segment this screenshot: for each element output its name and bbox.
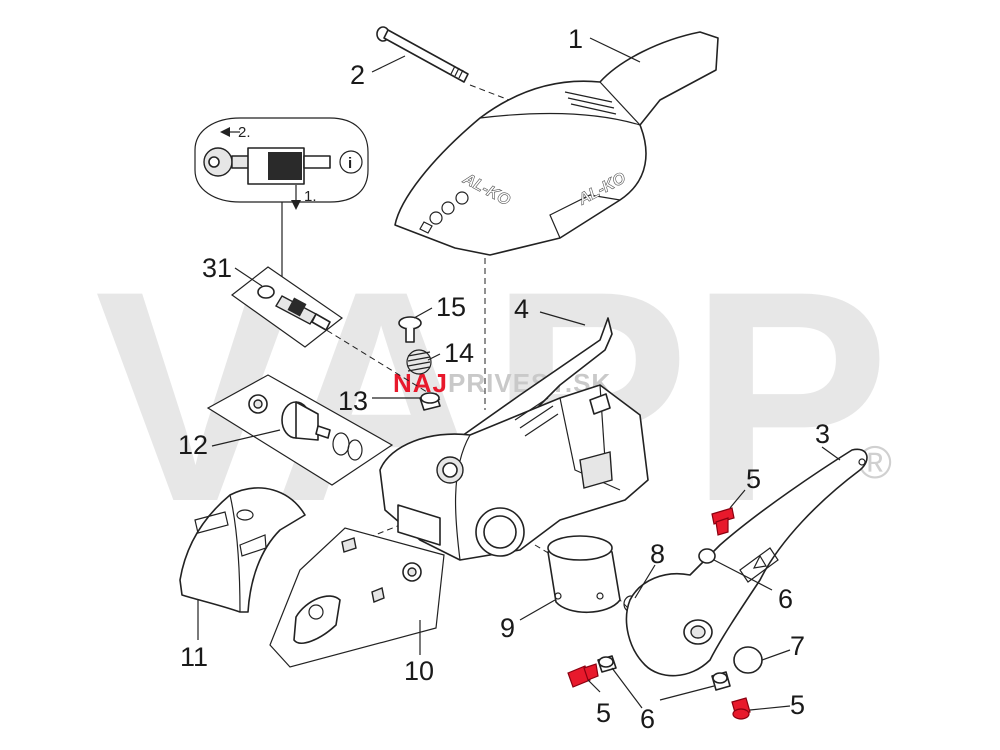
key-step-2: 2. [238,124,251,141]
part-cap [733,646,763,674]
watermark-site-prefix: NAJ [393,368,448,398]
arrow-down-icon [291,200,301,210]
arrow-left-icon [220,127,230,137]
callout-1: 1 [568,24,583,54]
part-friction-assembly [206,374,394,486]
part-pin [398,316,422,343]
part-sleeve [547,535,621,613]
callout-7: 7 [790,631,805,661]
part-handle-cover: AL-KO AL-KO [394,31,719,256]
callout-6-upper: 6 [778,584,793,614]
part-coupling-body [379,317,649,561]
screw-lower-right [731,697,751,720]
info-symbol: i [348,155,352,172]
callout-10: 10 [404,656,434,686]
callout-13: 13 [338,386,368,416]
callout-12: 12 [178,430,208,460]
callout-5-upper: 5 [746,464,761,494]
callout-11: 11 [180,642,208,672]
part-screws-highlighted [567,507,751,720]
callout-31: 31 [202,253,232,283]
callouts: 1 2 3 4 5 5 5 6 6 7 8 9 10 11 12 13 14 [178,24,841,734]
callout-9: 9 [500,613,515,643]
screw-lower-left [567,663,599,688]
callout-4: 4 [514,294,529,324]
callout-6-lower: 6 [640,704,655,734]
part-bolt [376,26,469,83]
callout-2: 2 [350,60,365,90]
part-washers [597,655,731,691]
callout-15: 15 [436,292,466,322]
callout-8: 8 [650,539,665,569]
callout-14: 14 [444,338,474,368]
callout-5-lower-left: 5 [596,698,611,728]
info-icon [339,150,363,174]
callout-5-lower-right: 5 [790,690,805,720]
part-side-cover [179,487,306,613]
part-lock-cylinder [230,266,344,348]
key-step-1: 1. [304,188,317,205]
part-bushing [419,392,441,411]
key-instruction-inset: 2. 1. i [194,117,369,296]
callout-3: 3 [815,419,830,449]
part-cover-kit [269,527,445,668]
part-lever [625,448,868,677]
part-spring [406,349,432,375]
screw-upper [711,507,735,536]
